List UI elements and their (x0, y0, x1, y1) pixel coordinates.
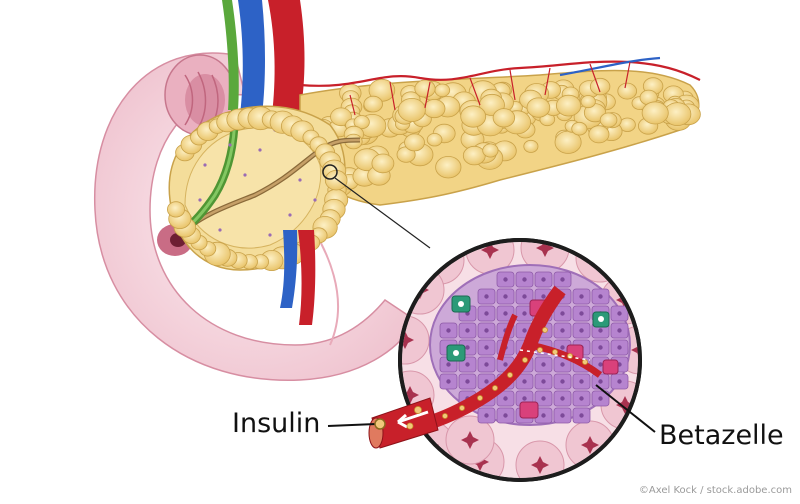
lobule (589, 77, 611, 96)
pancreas-lobules (309, 77, 701, 203)
label-beta-cell: Betazelle (659, 420, 784, 451)
lobule (555, 94, 582, 117)
lobule (460, 105, 487, 128)
lobule (397, 98, 426, 123)
lobule (166, 201, 185, 218)
insulin-leader-dot (374, 418, 386, 430)
alpha-cells (446, 295, 610, 362)
lobule (435, 155, 462, 179)
magnify-spot (322, 164, 338, 180)
mesenteric-artery (298, 230, 316, 325)
lobule (414, 79, 436, 98)
pancreas-tail (299, 56, 701, 206)
lobule (371, 153, 395, 174)
vessels-top (222, 0, 305, 115)
lobule (353, 115, 370, 130)
lobule (588, 125, 610, 144)
lobule (330, 107, 352, 127)
lobule (523, 139, 539, 153)
mesenteric-vein (280, 230, 298, 308)
lobule (462, 145, 486, 166)
lobule (599, 112, 618, 128)
lobule (434, 83, 451, 98)
portal-vein-upper (238, 0, 265, 115)
image-credit: ©Axel Kock / stock.adobe.com (638, 485, 792, 496)
lobule (363, 95, 383, 113)
vessels-bottom (280, 230, 316, 325)
islet-magnified (398, 238, 642, 482)
insulin-leader-line (327, 423, 377, 427)
lobule (404, 133, 425, 152)
lobule (423, 99, 446, 119)
lobule (482, 143, 499, 158)
magnify-pointer (322, 164, 431, 249)
lobule (426, 132, 443, 147)
lobule (571, 121, 588, 136)
pancreas-head (166, 105, 361, 271)
splenic-vein (559, 56, 661, 77)
beta-cell-leader-line (595, 384, 656, 433)
lobule (526, 97, 551, 118)
bile-duct-upper (222, 0, 239, 110)
label-insulin: Insulin (232, 408, 321, 439)
lobule (641, 101, 669, 125)
lobule (580, 95, 596, 109)
splenic-artery (299, 60, 701, 87)
lobule (617, 82, 637, 100)
artery-upper (268, 0, 305, 115)
lobule (492, 108, 516, 128)
